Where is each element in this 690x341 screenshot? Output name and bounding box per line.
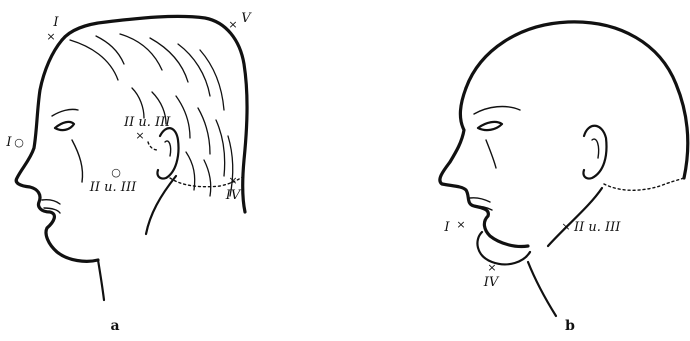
marker-label: I: [5, 135, 12, 150]
neck-b-back: [548, 188, 602, 246]
marker-a-V: × V: [228, 11, 252, 31]
eye-a: [55, 122, 74, 130]
ear-b: [583, 126, 606, 179]
brow-b: [474, 107, 520, 114]
marker-a-IIuIII-circle: ○ II u. III: [89, 166, 137, 195]
marker-b-IV: × IV: [483, 261, 500, 290]
cheek-a: [72, 140, 83, 182]
ear-b-inner: [592, 139, 599, 158]
marker-label: IV: [225, 188, 242, 203]
marker-a-IIuIII-cross: II u. III ×: [123, 115, 171, 142]
ear-a: [157, 128, 178, 178]
marker-symbol: ×: [456, 218, 465, 231]
marker-label: V: [241, 11, 252, 26]
marker-symbol: ×: [135, 129, 144, 142]
marker-symbol: ○: [14, 136, 24, 149]
hairline-b: [604, 178, 684, 190]
marker-symbol: ×: [228, 174, 237, 187]
nose-line-b: [486, 140, 496, 168]
neck-a-front: [98, 260, 104, 300]
chin-b: [477, 232, 530, 264]
marker-symbol: ○: [111, 166, 121, 179]
neck-a-back: [146, 176, 176, 234]
marker-symbol: ×: [561, 220, 570, 233]
head-b-outline: [466, 22, 688, 178]
marker-b-I: I ×: [443, 218, 465, 235]
marker-symbol: ×: [46, 30, 55, 43]
neck-b-front: [528, 262, 556, 316]
panel-caption-a: a: [110, 318, 119, 334]
eye-b: [478, 122, 502, 130]
head-b-profile: [440, 88, 528, 247]
marker-a-I-top: × I: [46, 15, 59, 43]
marker-symbol: ×: [228, 18, 237, 31]
marker-label: II u. III: [573, 220, 621, 235]
panel-b: I × × II u. III × IV b: [440, 22, 688, 334]
marker-a-I-left: I ○: [5, 135, 23, 150]
marker-symbol: ×: [487, 261, 496, 274]
marker-label: IV: [483, 275, 500, 290]
panel-caption-b: b: [565, 318, 575, 334]
marker-label: II u. III: [123, 115, 171, 130]
head-a-profile: [16, 40, 98, 261]
marker-label: I: [443, 220, 450, 235]
marker-b-IIuIII: × II u. III: [561, 220, 621, 235]
ear-a-inner: [165, 141, 171, 156]
brow-a: [52, 109, 78, 116]
panel-a: × I × V I ○ II u. III × ○ II u. III × IV…: [5, 11, 252, 334]
marker-label: II u. III: [89, 180, 137, 195]
marker-label: I: [52, 15, 59, 30]
